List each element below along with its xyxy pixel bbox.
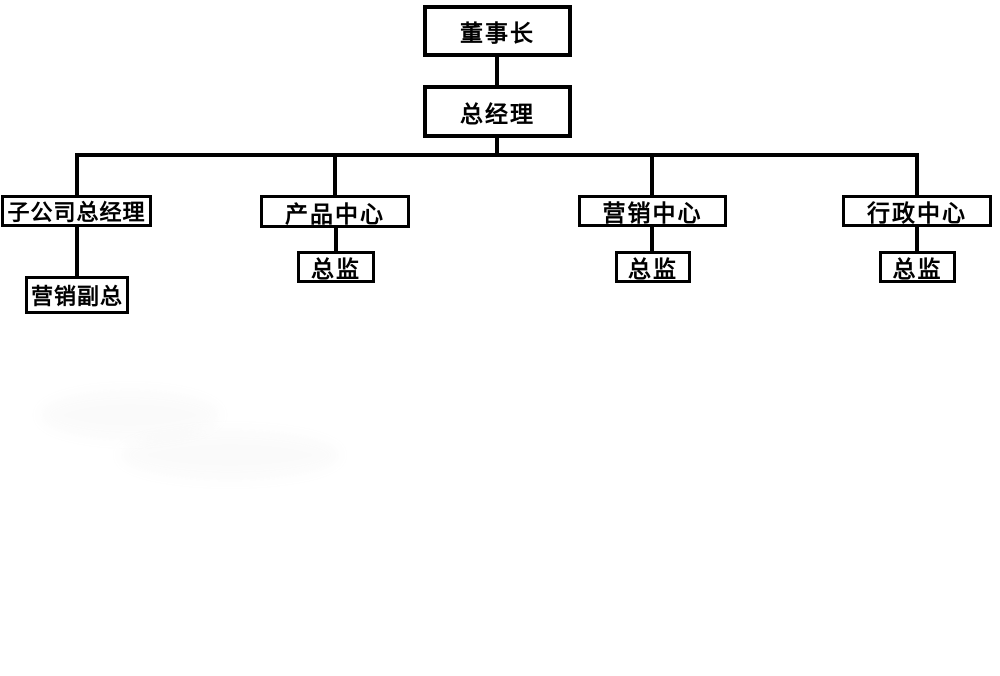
node-marketing-center: 营销中心 [578, 195, 727, 227]
connector-branch-2-child [650, 225, 654, 253]
scan-artifact [120, 430, 340, 480]
node-admin-center: 行政中心 [842, 195, 992, 227]
connector-bus-horizontal [75, 153, 919, 157]
node-chairman: 董事长 [423, 5, 572, 57]
connector-bus-branch-0 [75, 153, 79, 197]
connector-branch-3-child [915, 225, 919, 253]
connector-bus-branch-3 [915, 153, 919, 197]
connector-branch-1-child [334, 226, 338, 253]
node-product-center: 产品中心 [260, 195, 410, 228]
connector-gm-bus [495, 136, 499, 156]
connector-chairman-gm [495, 55, 499, 87]
connector-branch-0-child [75, 225, 79, 278]
node-subsidiary-gm: 子公司总经理 [1, 195, 152, 227]
scan-artifact [40, 390, 220, 440]
node-director-product: 总监 [297, 251, 375, 283]
connector-bus-branch-1 [333, 153, 337, 197]
connector-bus-branch-2 [650, 153, 654, 197]
node-general-manager: 总经理 [423, 85, 572, 138]
node-director-admin: 总监 [879, 251, 956, 283]
node-marketing-vp: 营销副总 [25, 276, 129, 314]
node-director-marketing: 总监 [615, 251, 691, 283]
